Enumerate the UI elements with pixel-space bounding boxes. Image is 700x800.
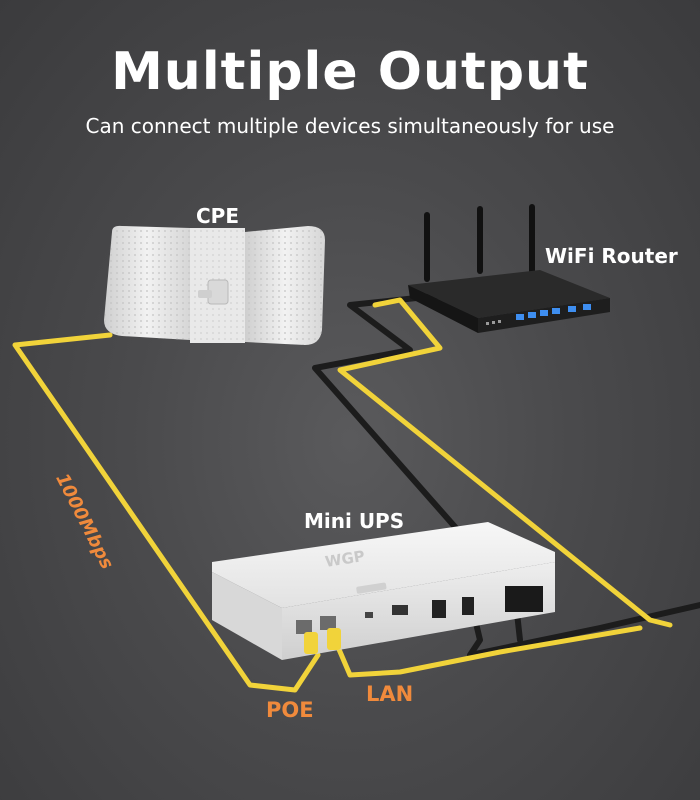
lan-port-label: LAN [366,682,414,706]
yellow-cable [12,297,673,693]
wifi-router [408,204,610,333]
page-title: Multiple Output [111,42,589,102]
cpe-label: CPE [196,204,239,228]
mini-ups [212,522,555,660]
cpe-device [104,225,325,345]
page-subtitle: Can connect multiple devices simultaneou… [85,114,615,138]
ups-label: Mini UPS [304,509,405,533]
router-label: WiFi Router [545,244,678,268]
router-ports [516,304,591,320]
poe-port-label: POE [266,698,314,722]
